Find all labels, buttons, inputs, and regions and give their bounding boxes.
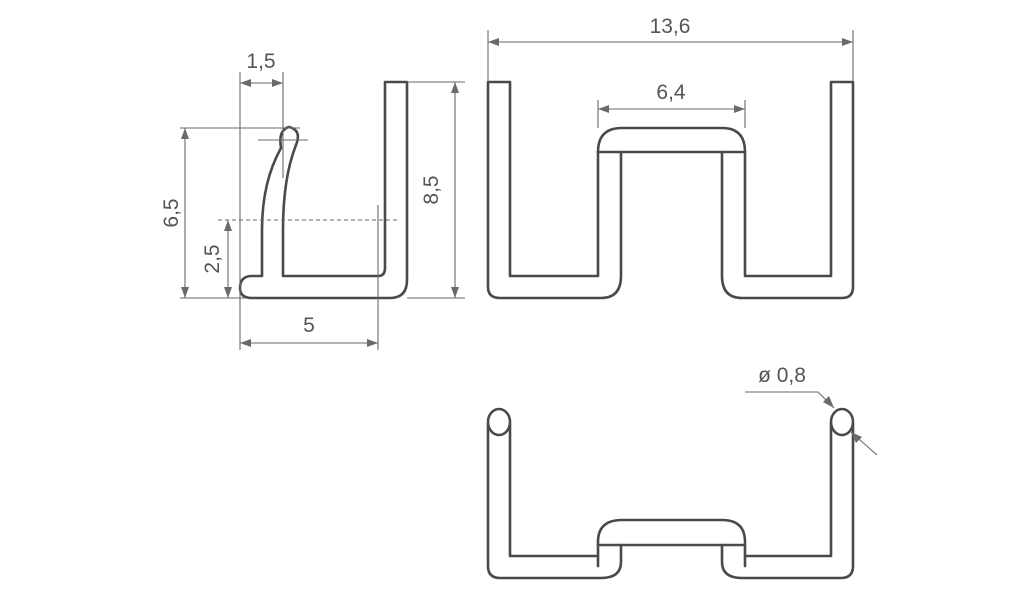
side-view: 1,5 6,5 2,5 5 8,5: [160, 50, 465, 350]
side-view-wire: [238, 80, 409, 300]
dim-overall-width: 13,6: [650, 15, 691, 38]
dim-base-width: 5: [303, 314, 315, 337]
dim-lower-height: 2,5: [201, 244, 224, 273]
front-view: 13,6 6,4: [486, 15, 855, 300]
wire-end-right: [829, 407, 855, 437]
dim-center-width: 6,4: [656, 81, 686, 104]
dim-right-height: 8,5: [420, 175, 443, 204]
dim-total-height-side: 6,5: [160, 198, 183, 227]
dim-top-width: 1,5: [246, 50, 275, 73]
dim-wire-diameter: ø 0,8: [758, 364, 806, 387]
front-view-wire: [486, 80, 855, 300]
perspective-view: ø 0,8: [486, 364, 878, 580]
perspective-view-wire: [486, 422, 855, 580]
wire-end-left: [486, 407, 512, 437]
